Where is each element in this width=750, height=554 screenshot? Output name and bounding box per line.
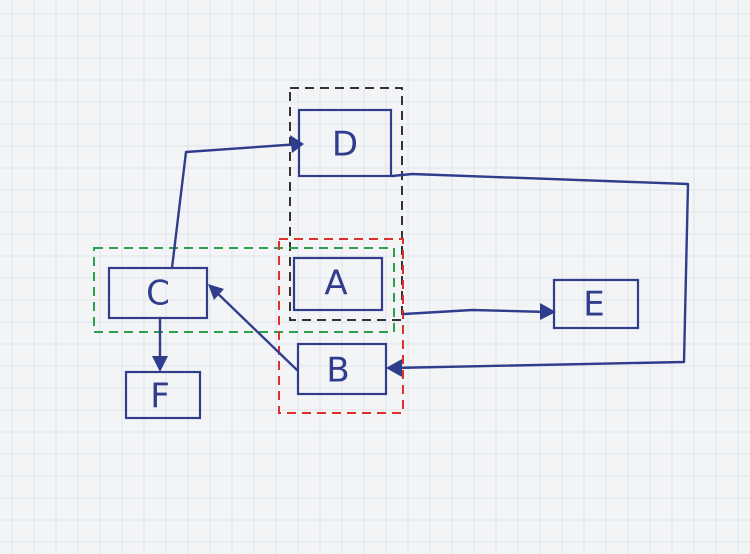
red-dashed-group	[278, 238, 404, 414]
edges	[152, 135, 690, 377]
arrowhead-b	[386, 359, 402, 377]
node-b-label: B	[326, 351, 349, 391]
green-dashed-group	[93, 247, 395, 333]
node-e[interactable]: E	[552, 278, 640, 330]
node-e-label: E	[583, 285, 604, 325]
arrowhead-f	[152, 356, 168, 372]
edge-d-to-b	[390, 172, 690, 370]
node-a-label: A	[324, 264, 347, 304]
arrowhead-c	[208, 284, 224, 300]
black-dashed-group	[289, 87, 403, 321]
node-c-label: C	[146, 274, 170, 314]
node-d-label: D	[332, 125, 358, 165]
arrowhead-d	[290, 135, 304, 153]
edge-a-to-e	[402, 308, 550, 316]
arrowhead-e	[540, 303, 556, 320]
node-d[interactable]: D	[297, 108, 393, 178]
node-c[interactable]: C	[107, 266, 209, 320]
node-b[interactable]: B	[296, 342, 388, 396]
edge-b-to-c	[210, 286, 299, 372]
node-a[interactable]: A	[292, 256, 384, 312]
node-f-label: F	[150, 377, 170, 417]
edge-c-to-d	[170, 142, 302, 270]
node-f[interactable]: F	[124, 370, 202, 420]
